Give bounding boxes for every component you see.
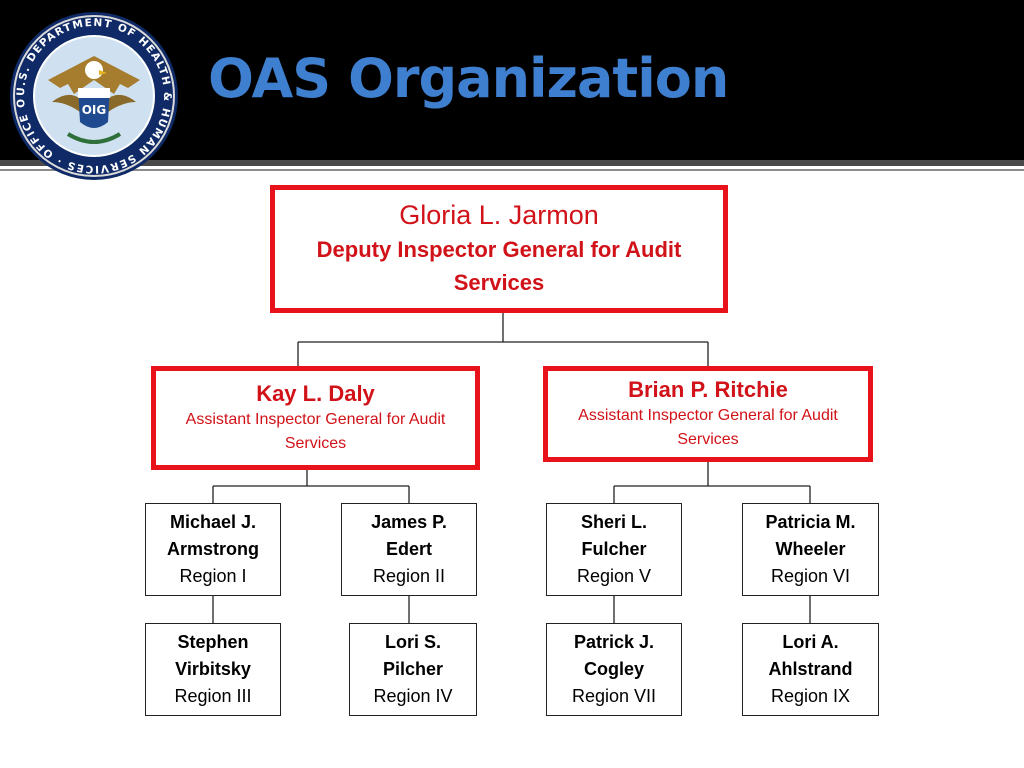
org-node-region-4: Lori S. Pilcher Region IV <box>349 623 477 716</box>
node-region: Region I <box>179 566 247 586</box>
node-title: Deputy Inspector General for Audit Servi… <box>316 236 682 295</box>
node-name: Michael J. Armstrong <box>166 512 259 559</box>
node-region: Region IX <box>770 686 851 706</box>
header-rule-thin <box>0 169 1024 171</box>
org-node-aig-ritchie: Brian P. Ritchie Assistant Inspector Gen… <box>543 366 873 462</box>
org-node-deputy-ig: Gloria L. Jarmon Deputy Inspector Genera… <box>270 185 728 313</box>
node-region: Region V <box>576 566 652 586</box>
org-node-region-5: Sheri L. Fulcher Region V <box>546 503 682 596</box>
node-region: Region IV <box>373 686 453 706</box>
org-node-region-3: Stephen Virbitsky Region III <box>145 623 281 716</box>
page-title: OAS Organization <box>208 47 729 110</box>
node-name: Lori S. Pilcher <box>382 632 444 679</box>
seal-center-label: OIG <box>82 103 107 117</box>
node-region: Region II <box>372 566 446 586</box>
node-name: Sheri L. Fulcher <box>580 512 647 559</box>
node-region: Region VII <box>571 686 657 706</box>
org-node-region-7: Patrick J. Cogley Region VII <box>546 623 682 716</box>
oig-eagle-seal-icon: U.S. DEPARTMENT OF HEALTH & HUMAN SERVIC… <box>8 10 178 180</box>
header-rule <box>0 160 1024 166</box>
node-name: Lori A. Ahlstrand <box>768 632 853 679</box>
node-name: Brian P. Ritchie <box>628 376 788 402</box>
node-name: Gloria L. Jarmon <box>399 200 599 231</box>
org-node-region-6: Patricia M. Wheeler Region VI <box>742 503 879 596</box>
node-title: Assistant Inspector General for Audit Se… <box>578 407 838 449</box>
org-node-region-9: Lori A. Ahlstrand Region IX <box>742 623 879 716</box>
node-name: Patricia M. Wheeler <box>765 512 856 559</box>
node-name: Kay L. Daly <box>256 380 375 406</box>
node-region: Region VI <box>770 566 851 586</box>
node-title: Assistant Inspector General for Audit Se… <box>185 411 446 453</box>
org-node-region-1: Michael J. Armstrong Region I <box>145 503 281 596</box>
org-node-region-2: James P. Edert Region II <box>341 503 477 596</box>
node-region: Region III <box>174 686 252 706</box>
org-node-aig-daly: Kay L. Daly Assistant Inspector General … <box>151 366 480 470</box>
node-name: Patrick J. Cogley <box>573 632 655 679</box>
node-name: Stephen Virbitsky <box>175 632 251 679</box>
node-name: James P. Edert <box>371 512 447 559</box>
